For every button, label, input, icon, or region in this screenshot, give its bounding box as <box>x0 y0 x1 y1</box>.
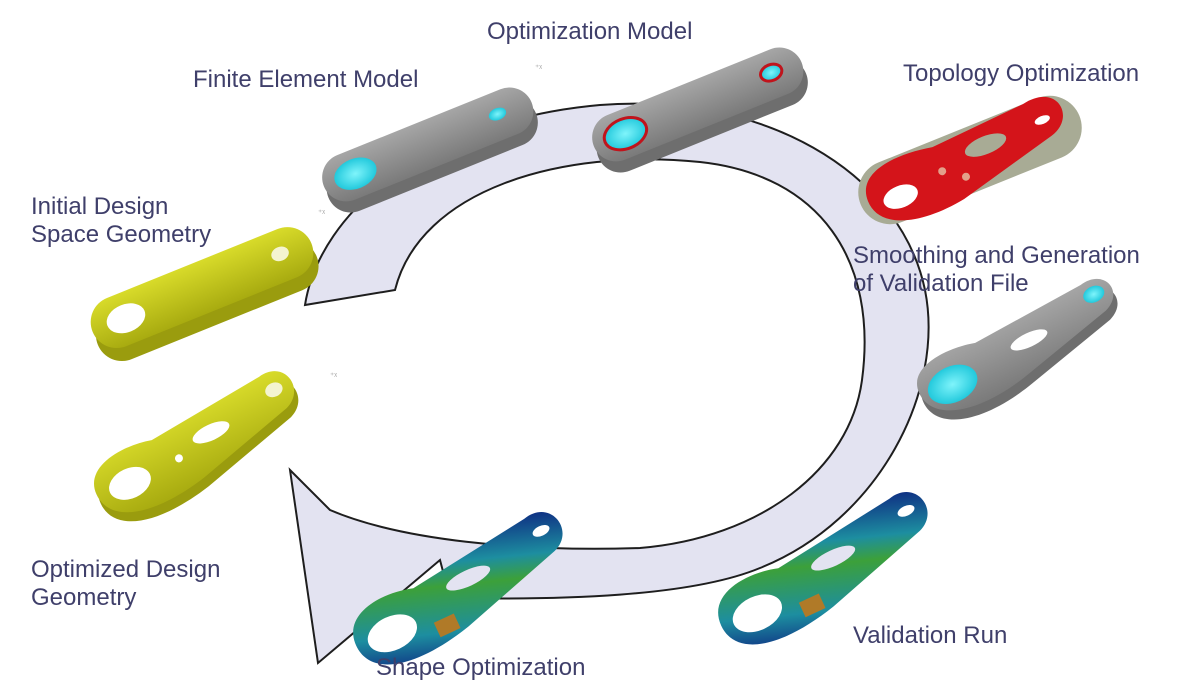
topology-optimization-part <box>858 95 1082 225</box>
label-smoothing-validation-file: Smoothing and Generation of Validation F… <box>853 242 1140 298</box>
label-line: Finite Element Model <box>193 66 419 93</box>
optimization-model-part <box>592 47 808 173</box>
label-shape-optimization: Shape Optimization <box>376 654 585 682</box>
label-line: Smoothing and Generation <box>853 242 1140 269</box>
axis-triad-mark: ⁺ᵡ <box>330 371 337 380</box>
label-optimized-design: Optimized Design Geometry <box>31 556 220 612</box>
shape-optimization-part <box>353 512 563 665</box>
axis-triad-mark: ⁺ᵡ <box>318 208 325 217</box>
label-finite-element-model: Finite Element Model <box>193 66 418 94</box>
finite-element-model-part <box>322 87 538 213</box>
optimized-design-part <box>94 371 299 522</box>
label-line: Geometry <box>31 584 137 611</box>
label-line: Shape Optimization <box>376 654 586 681</box>
label-line: Space Geometry <box>31 221 212 248</box>
label-line: Optimization Model <box>487 18 693 45</box>
axis-triad-mark: ⁺ᵡ <box>535 63 542 72</box>
label-line: of Validation File <box>853 270 1029 297</box>
axis-triad-marks: ⁺ᵡ ⁺ᵡ ⁺ᵡ <box>318 63 542 380</box>
smoothed-geometry-part <box>917 279 1118 420</box>
label-line: Optimized Design <box>31 556 221 583</box>
label-line: Initial Design <box>31 193 169 220</box>
label-initial-design: Initial Design Space Geometry <box>31 193 211 249</box>
validation-run-part <box>718 492 928 645</box>
label-line: Validation Run <box>853 622 1008 649</box>
label-line: Topology Optimization <box>903 60 1140 87</box>
label-validation-run: Validation Run <box>853 622 1007 650</box>
label-optimization-model: Optimization Model <box>487 18 692 46</box>
label-topology-optimization: Topology Optimization <box>903 60 1139 88</box>
initial-design-part <box>90 227 319 362</box>
